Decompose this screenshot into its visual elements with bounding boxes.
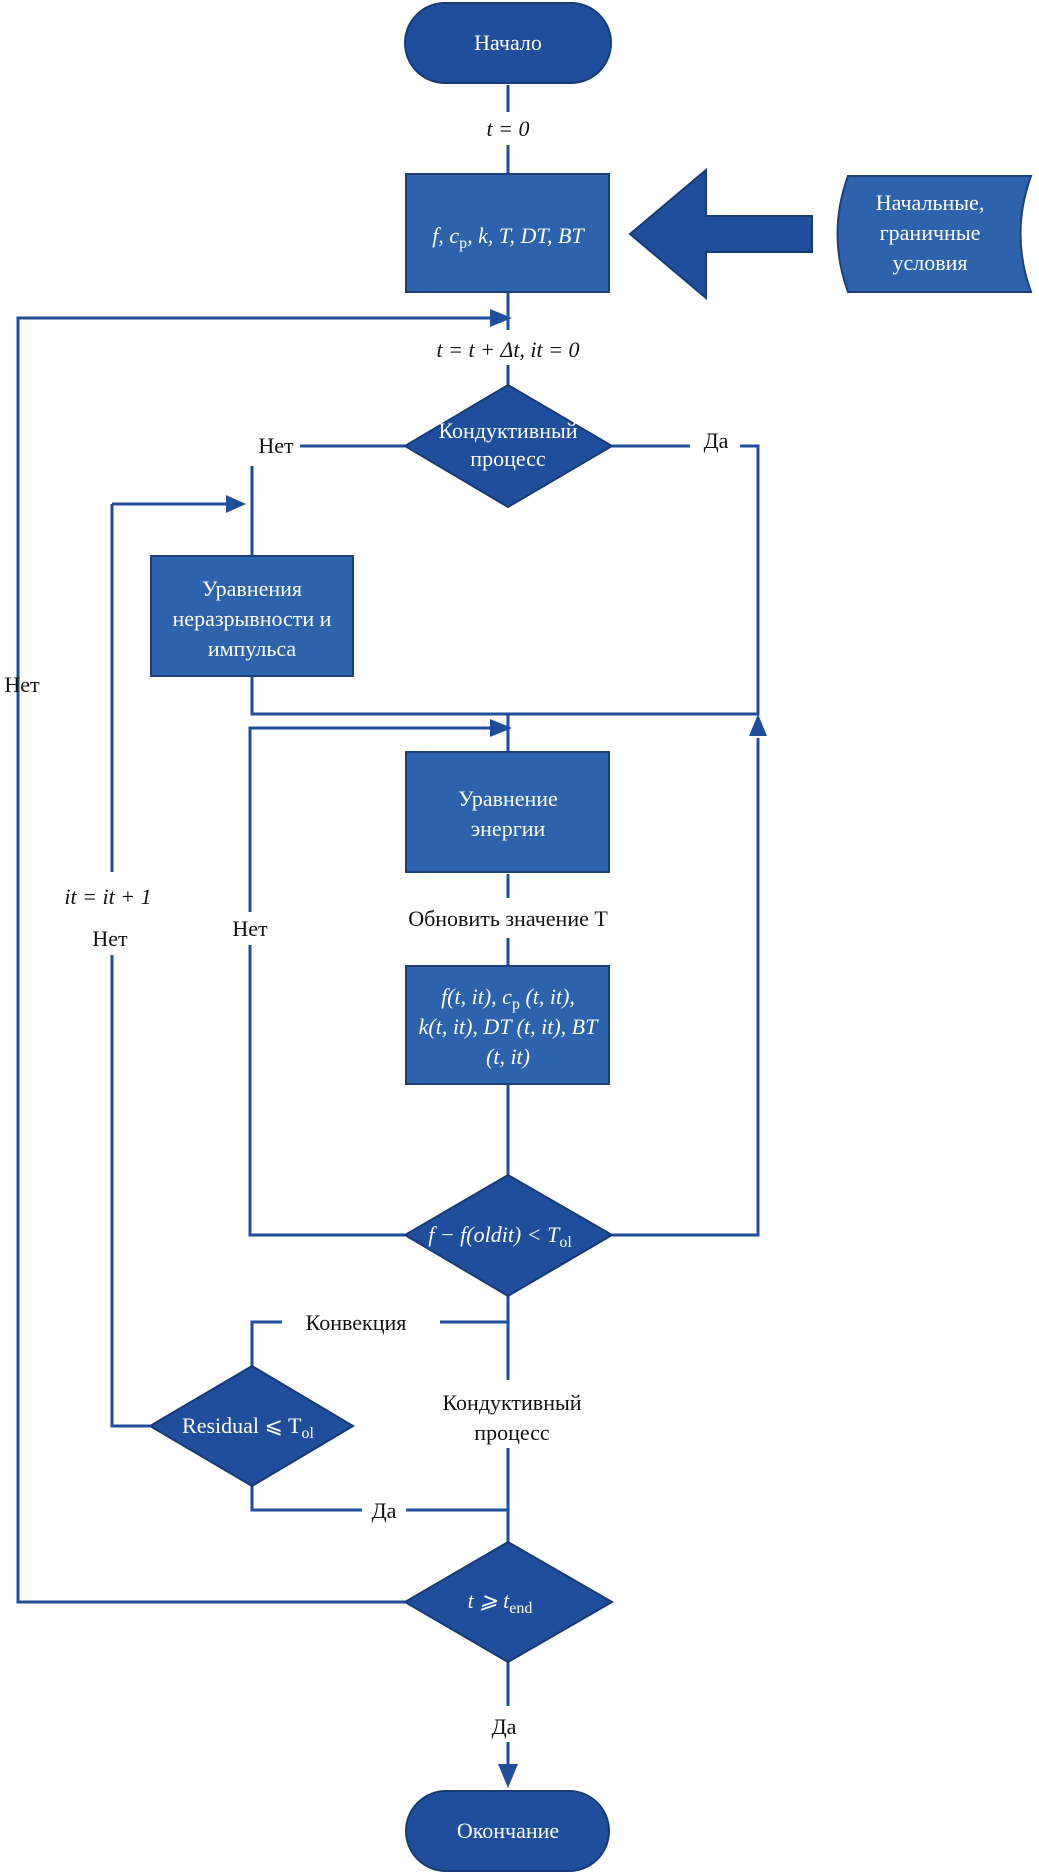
decision-time: t ⩾ tend	[403, 1540, 615, 1664]
label-update-T: Обновить значение T	[408, 906, 608, 931]
decision-residual: Residual ⩽ Tol	[148, 1364, 355, 1488]
line-energy-loop-lower	[248, 945, 405, 1237]
continuity-momentum-box: Уравнения неразрывности и импульса	[150, 555, 354, 677]
arrowhead-end	[498, 1764, 518, 1788]
line-convection-left	[250, 1320, 282, 1366]
arrowhead-it-loop	[226, 495, 246, 513]
energy-line-1: Уравнение	[458, 786, 558, 811]
label-conductive-line-1: Кондуктивный	[442, 1390, 581, 1415]
update-line-2: k(t, it), DT (t, it), BT	[419, 1014, 599, 1039]
boundary-line-1: Начальные,	[876, 190, 985, 215]
line-outer-loop	[16, 316, 490, 1604]
params-label: f, cp, k, T, DT, BT	[432, 223, 585, 252]
boundary-conditions-node: Начальные, граничные условия	[836, 175, 1033, 293]
decision-conductive: Кондуктивный процесс	[403, 383, 614, 509]
decision-conductive-line-1: Кондуктивный	[438, 418, 577, 443]
label-convection: Конвекция	[306, 1310, 407, 1335]
energy-equation-box: Уравнение энергии	[405, 751, 610, 873]
arrowhead-outer-loop	[490, 309, 512, 327]
boundary-line-3: условия	[892, 250, 967, 275]
arrowhead-energy-loop	[490, 719, 512, 737]
line-energy-loop-upper	[248, 726, 490, 912]
end-label: Окончание	[457, 1818, 559, 1843]
decision-conductive-line-2: процесс	[470, 446, 546, 471]
continuity-line-1: Уравнения	[202, 576, 302, 601]
continuity-line-3: импульса	[208, 636, 297, 661]
label-it-increment: it = it + 1	[64, 884, 151, 909]
label-t0: t = 0	[487, 116, 530, 141]
label-no-it: Нет	[92, 926, 128, 951]
input-arrow	[628, 167, 813, 301]
update-line-3: (t, it)	[486, 1044, 530, 1069]
connectors	[16, 85, 767, 1788]
end-node: Окончание	[405, 1790, 610, 1872]
label-yes-conductive: Да	[704, 428, 729, 453]
boundary-line-2: граничные	[880, 220, 981, 245]
update-values-box: f(t, it), cp (t, it), k(t, it), DT (t, i…	[405, 965, 610, 1085]
arrowhead-convergence-yes	[749, 714, 767, 736]
label-yes-residual: Да	[372, 1498, 397, 1523]
label-yes-end: Да	[492, 1714, 517, 1739]
update-line-1: f(t, it), cp (t, it),	[441, 984, 575, 1013]
line-residual-yes-left	[250, 1486, 362, 1512]
decision-residual-label: Residual ⩽ Tol	[182, 1413, 314, 1442]
continuity-line-2: неразрывности и	[173, 606, 332, 631]
line-it-loop	[110, 955, 150, 1428]
energy-line-2: энергии	[471, 816, 546, 841]
decision-convergence: f − f(oldit) < Tol	[403, 1173, 614, 1298]
decision-time-label: t ⩾ tend	[468, 1588, 533, 1617]
label-t-increment: t = t + Δt, it = 0	[436, 337, 579, 362]
line-convergence-yes	[612, 738, 760, 1237]
params-box: f, cp, k, T, DT, BT	[405, 173, 610, 293]
label-no-outer: Нет	[4, 672, 40, 697]
label-conductive-line-2: процесс	[474, 1420, 550, 1445]
label-no-conductive: Нет	[258, 433, 294, 458]
label-no-energy: Нет	[232, 916, 268, 941]
start-label: Начало	[474, 30, 542, 55]
start-node: Начало	[404, 2, 612, 84]
decision-convergence-label: f − f(oldit) < Tol	[428, 1222, 572, 1251]
